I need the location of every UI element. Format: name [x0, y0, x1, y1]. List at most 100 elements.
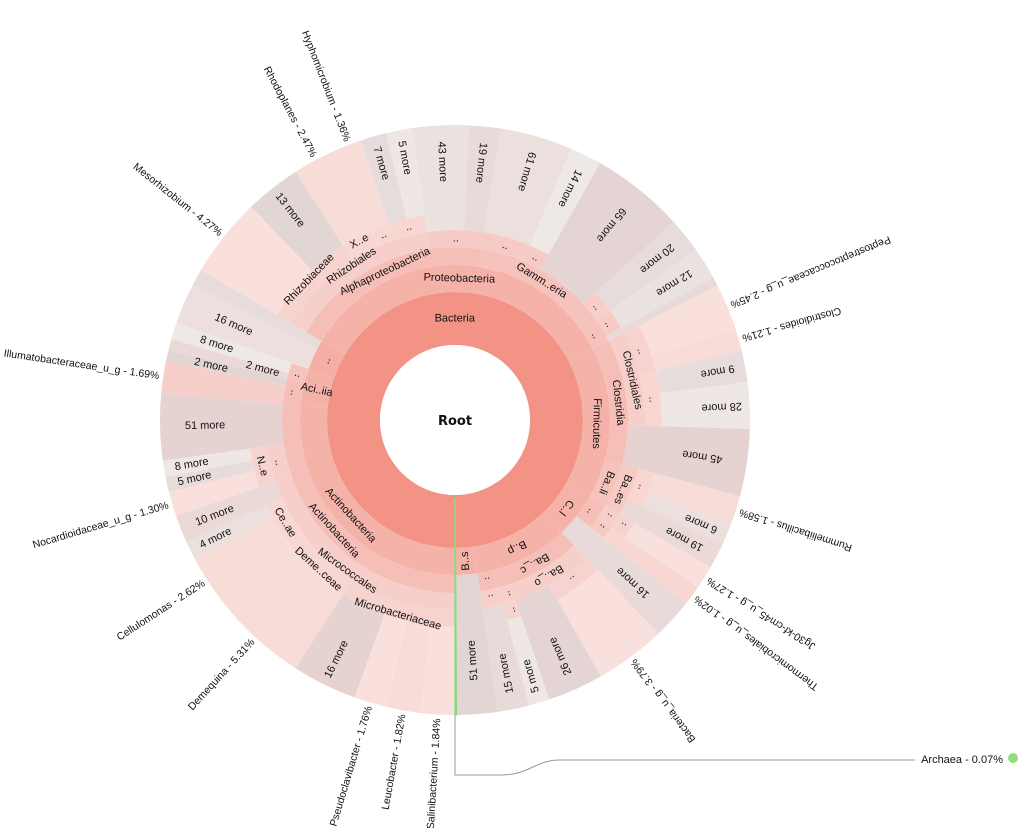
- wedge-h-e[interactable]: [372, 223, 395, 246]
- wedge-group[interactable]: [477, 570, 499, 592]
- wedge-bacteria-u-g[interactable]: [557, 570, 659, 677]
- wedge-pept-ceae[interactable]: [624, 325, 657, 376]
- wedge-group[interactable]: [576, 497, 605, 528]
- wedge-leucobacter[interactable]: [386, 621, 431, 713]
- wedge-hyphomicrobium[interactable]: [336, 140, 389, 231]
- more-wedge[interactable]: [610, 249, 714, 329]
- wedge-nocardioidaceae-u-g[interactable]: [168, 470, 260, 516]
- wedge-rummeliibacillus[interactable]: [648, 473, 740, 525]
- more-wedge[interactable]: [176, 284, 318, 369]
- wedge-clostridioides[interactable]: [651, 328, 742, 372]
- wedge-micrococcales[interactable]: [275, 476, 455, 610]
- wedge-ce-ae[interactable]: [266, 498, 305, 547]
- wedge-group[interactable]: [590, 518, 612, 538]
- wedge-group[interactable]: [502, 600, 522, 621]
- more-wedge[interactable]: [561, 516, 687, 634]
- wedge-n-e[interactable]: [249, 446, 276, 488]
- more-wedge[interactable]: [175, 481, 283, 543]
- wedge-x-e[interactable]: [343, 230, 379, 261]
- wedge-ba-es[interactable]: [604, 464, 639, 515]
- wedge-alphaproteobacteria[interactable]: [306, 246, 482, 342]
- wedge-mesorhizobium[interactable]: [201, 206, 312, 315]
- wedge-ba-c[interactable]: [494, 532, 575, 588]
- more-wedge[interactable]: [455, 573, 498, 715]
- wedge-group[interactable]: [427, 230, 485, 250]
- more-wedge[interactable]: [529, 148, 601, 255]
- more-wedge[interactable]: [171, 322, 292, 373]
- more-wedge[interactable]: [165, 460, 255, 493]
- wedge-group[interactable]: [266, 443, 292, 482]
- wedge-group[interactable]: [480, 587, 503, 608]
- wedge-pseudoclavibacter[interactable]: [354, 614, 407, 707]
- wedge-ba-o[interactable]: [510, 545, 586, 601]
- more-wedge[interactable]: [484, 128, 572, 246]
- wedge-group[interactable]: [308, 341, 345, 378]
- wedge-group[interactable]: [596, 310, 622, 337]
- wedge-bac-u-f[interactable]: [548, 557, 598, 600]
- more-wedge[interactable]: [515, 585, 601, 700]
- wedge-group[interactable]: [286, 363, 309, 384]
- wedge-pl-ae[interactable]: [627, 469, 655, 507]
- wedge-salinibacterium[interactable]: [420, 625, 455, 715]
- root-center[interactable]: [380, 345, 530, 495]
- more-wedge[interactable]: [168, 339, 289, 380]
- wedge-peptostreptococcaceae-u-g[interactable]: [639, 285, 736, 356]
- more-wedge[interactable]: [165, 350, 287, 386]
- wedge-cellulomonas[interactable]: [194, 517, 292, 601]
- more-wedge[interactable]: [463, 125, 501, 233]
- wedge-c-l[interactable]: [543, 483, 590, 533]
- wedge-group[interactable]: [498, 583, 516, 604]
- more-wedge[interactable]: [540, 163, 674, 304]
- wedge-jg30-kf-cm45-u-g[interactable]: [625, 523, 711, 588]
- more-wedge[interactable]: [360, 133, 407, 224]
- wedge-clostridiales[interactable]: [608, 333, 645, 426]
- more-wedge[interactable]: [660, 381, 750, 430]
- wedge-ba-li[interactable]: [589, 460, 623, 507]
- wedge-b-s[interactable]: [455, 546, 478, 575]
- more-wedge[interactable]: [482, 603, 530, 712]
- more-wedge[interactable]: [159, 392, 284, 461]
- wedge-demequina[interactable]: [221, 546, 343, 669]
- wedge-firmicutes[interactable]: [565, 349, 610, 498]
- wedge-group[interactable]: [581, 320, 609, 350]
- wedge-rhizobiales[interactable]: [291, 232, 430, 332]
- wedge-bacteria[interactable]: [327, 292, 584, 548]
- wedge-aci-iia[interactable]: [300, 368, 335, 409]
- wedge-microbacteriaceae[interactable]: [342, 579, 455, 627]
- wedge-group[interactable]: [611, 514, 635, 538]
- more-wedge[interactable]: [186, 505, 273, 560]
- wedge-group[interactable]: [523, 245, 549, 270]
- more-wedge[interactable]: [595, 221, 697, 311]
- more-wedge[interactable]: [412, 124, 469, 233]
- more-wedge[interactable]: [295, 594, 385, 698]
- archaea-marker[interactable]: [1008, 753, 1018, 763]
- wedge-gamm-eria[interactable]: [478, 249, 597, 331]
- wedge-mi-es[interactable]: [282, 379, 305, 406]
- wedge-clostridia[interactable]: [592, 341, 628, 465]
- more-wedge[interactable]: [622, 425, 750, 497]
- wedge-group[interactable]: [583, 292, 611, 321]
- more-wedge[interactable]: [656, 350, 748, 394]
- more-wedge[interactable]: [162, 448, 252, 478]
- wedge-group[interactable]: [388, 215, 428, 240]
- more-wedge[interactable]: [606, 277, 718, 342]
- wedge-group[interactable]: [597, 506, 620, 528]
- wedge-thermomicrobiales-u-g[interactable]: [603, 527, 698, 604]
- wedge-group[interactable]: [481, 232, 530, 262]
- wedge-proteobacteria[interactable]: [321, 265, 593, 362]
- more-wedge[interactable]: [386, 128, 425, 219]
- wedge-deme-ceae[interactable]: [291, 536, 353, 595]
- wedge-b-p[interactable]: [473, 512, 562, 574]
- wedge-illumatobacteraceae-u-g[interactable]: [161, 361, 286, 405]
- wedge-actinobacteria[interactable]: [281, 404, 455, 593]
- more-wedge[interactable]: [192, 269, 322, 349]
- more-wedge[interactable]: [251, 171, 344, 271]
- wedge-rhodoplanes[interactable]: [295, 149, 373, 246]
- more-wedge[interactable]: [507, 616, 550, 706]
- wedge-rhizobiaceae[interactable]: [276, 245, 353, 324]
- wedge-actinobacteria[interactable]: [300, 405, 455, 575]
- more-wedge[interactable]: [642, 493, 731, 544]
- more-wedge[interactable]: [619, 499, 723, 568]
- wedge-group[interactable]: [639, 371, 662, 427]
